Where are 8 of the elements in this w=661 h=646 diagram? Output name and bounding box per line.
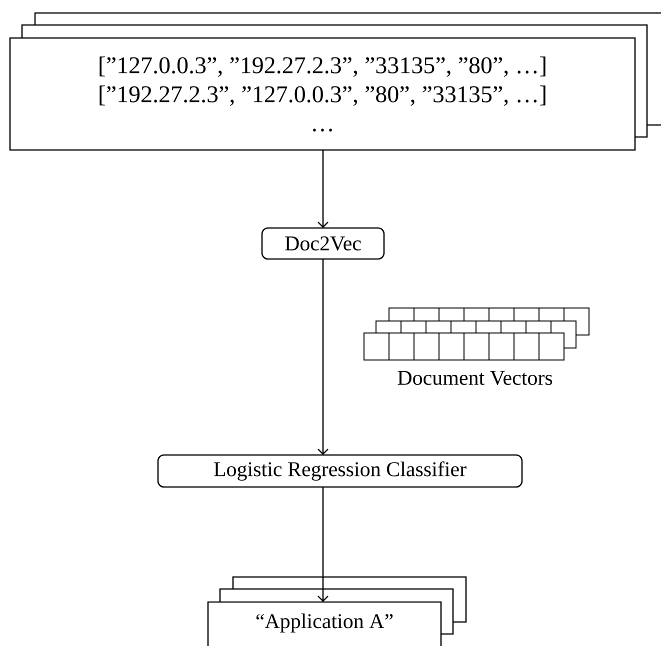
caption: Document Vectors	[398, 370, 552, 386]
arrow	[318, 150, 328, 228]
arrow	[318, 259, 328, 455]
process-box: Doc2Vec	[261, 227, 385, 260]
document-box: [”127.0.0.3”, ”192.27.2.3”, ”33135”, ”80”, …] [”192.27.2.3”, ”127.0.0.3”, ”80”, ”33135”, …] …	[9, 37, 636, 151]
arrow	[318, 487, 328, 602]
process-box: Logistic Regression Classifier	[157, 454, 523, 488]
label-box: “Application A”	[207, 601, 442, 646]
